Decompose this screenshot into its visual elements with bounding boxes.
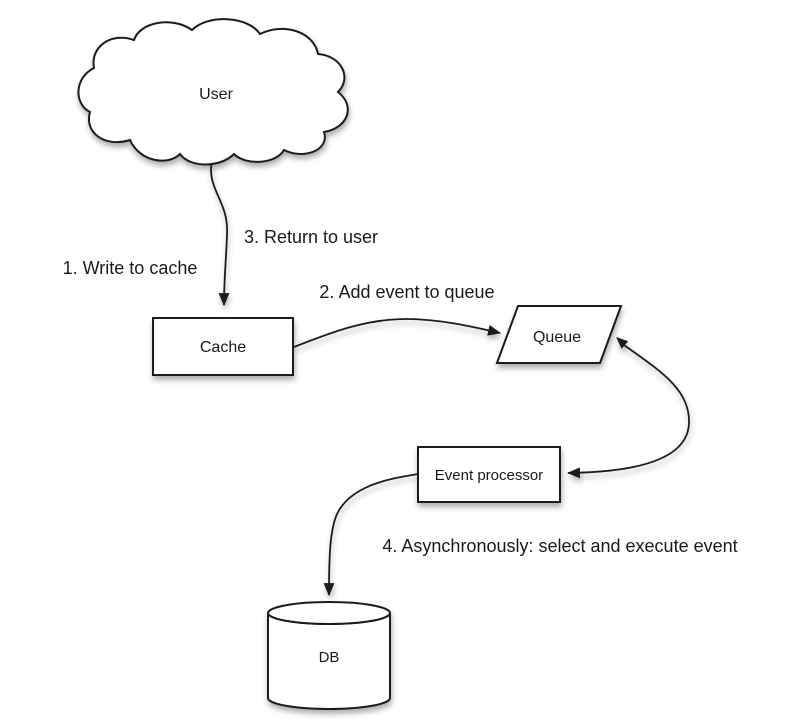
step-3-label: 3. Return to user — [244, 227, 378, 247]
user-cloud-shape — [77, 18, 349, 166]
db-cylinder-top — [267, 601, 391, 625]
event-processor-label: Event processor — [435, 467, 543, 484]
db-label: DB — [319, 649, 340, 666]
user-label: User — [199, 86, 233, 103]
step-2-label: 2. Add event to queue — [319, 282, 494, 302]
step-4-label: 4. Asynchronously: select and execute ev… — [382, 536, 737, 556]
event-processor-box — [417, 446, 561, 503]
cache-to-queue-arrow — [293, 318, 502, 348]
db-cylinder — [267, 601, 391, 710]
event-processor-to-db-arrow — [323, 473, 419, 597]
queue-parallelogram — [495, 305, 623, 364]
step-1-label: 1. Write to cache — [63, 258, 198, 278]
cache-label: Cache — [200, 339, 246, 356]
queue-label: Queue — [533, 329, 581, 346]
cache-box — [152, 317, 294, 376]
queue-event-processor-arrow — [566, 337, 690, 479]
queue-arrowhead-icon — [616, 337, 629, 349]
user-to-cache-arrow — [210, 159, 230, 307]
